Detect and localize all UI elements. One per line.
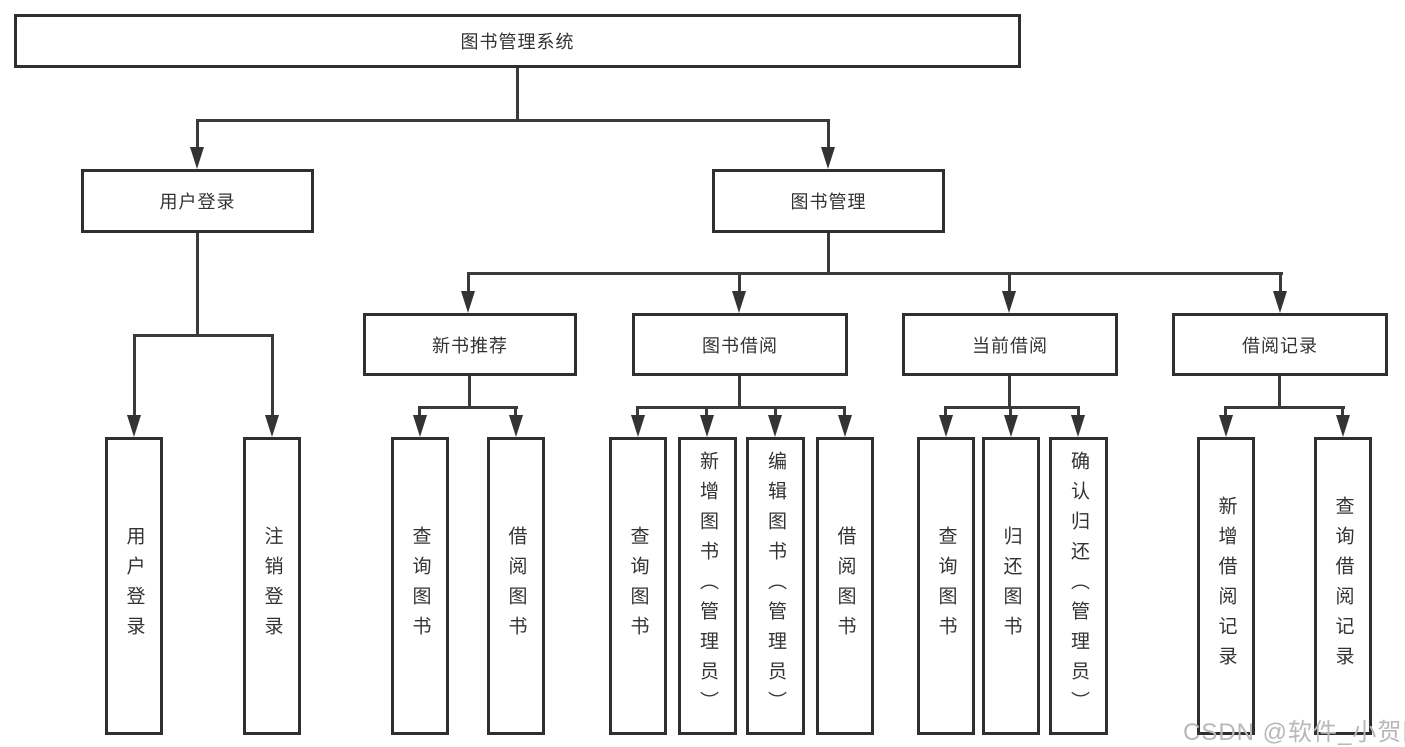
- connector-hline: [636, 406, 845, 409]
- connector-vline: [944, 406, 947, 417]
- arrow-down-icon: [509, 415, 523, 437]
- arrow-down-icon: [732, 291, 746, 313]
- connector-vline: [196, 233, 199, 337]
- arrow-down-icon: [127, 415, 141, 437]
- node-user-login: 用户登录: [81, 169, 314, 233]
- node-label: 用户登录: [123, 526, 145, 646]
- connector-vline: [467, 272, 470, 294]
- connector-hline: [133, 334, 274, 337]
- connector-vline: [196, 119, 199, 149]
- arrow-down-icon: [413, 415, 427, 437]
- connector-hline: [1224, 406, 1345, 409]
- connector-vline: [514, 406, 517, 417]
- connector-vline: [827, 119, 830, 149]
- connector-hline: [944, 406, 1080, 409]
- node-label: 确认归还（管理员）: [1068, 451, 1089, 721]
- node-label: 查询图书: [935, 526, 957, 646]
- connector-vline: [1008, 272, 1011, 294]
- connector-vline: [468, 376, 471, 409]
- node-label: 借阅图书: [834, 526, 856, 646]
- arrow-down-icon: [700, 415, 714, 437]
- node-label: 编辑图书（管理员）: [765, 451, 786, 721]
- connector-vline: [1224, 406, 1227, 417]
- node-label: 注销登录: [261, 526, 283, 646]
- connector-vline: [843, 406, 846, 417]
- node-label: 借阅记录: [1242, 335, 1318, 356]
- arrow-down-icon: [768, 415, 782, 437]
- connector-vline: [1341, 406, 1344, 417]
- connector-hline: [467, 272, 1283, 275]
- node-label: 图书管理: [790, 192, 867, 212]
- connector-vline: [1279, 272, 1282, 294]
- leaf-borrow-books-recommend: 借阅图书: [487, 437, 545, 735]
- node-label: 查询图书: [627, 526, 649, 646]
- arrow-down-icon: [838, 415, 852, 437]
- arrow-down-icon: [1273, 291, 1287, 313]
- connector-vline: [418, 406, 421, 417]
- arrow-down-icon: [461, 291, 475, 313]
- node-label: 新增借阅记录: [1215, 496, 1237, 676]
- leaf-add-book-admin: 新增图书（管理员）: [678, 437, 737, 735]
- node-label: 新增图书（管理员）: [697, 451, 718, 721]
- connector-vline: [1008, 376, 1011, 409]
- leaf-add-borrow-record: 新增借阅记录: [1197, 437, 1255, 735]
- node-label: 查询借阅记录: [1332, 496, 1354, 676]
- connector-vline: [705, 406, 708, 417]
- connector-hline: [418, 406, 518, 409]
- arrow-down-icon: [1336, 415, 1350, 437]
- arrow-down-icon: [1219, 415, 1233, 437]
- arrow-down-icon: [265, 415, 279, 437]
- leaf-query-books-recommend: 查询图书: [391, 437, 449, 735]
- connector-vline: [1278, 376, 1281, 409]
- connector-vline: [516, 68, 519, 122]
- connector-vline: [1077, 406, 1080, 417]
- connector-hline: [196, 119, 830, 122]
- arrow-down-icon: [1071, 415, 1085, 437]
- node-label: 查询图书: [409, 526, 431, 646]
- leaf-borrow-books: 借阅图书: [816, 437, 874, 735]
- leaf-query-borrow-record: 查询借阅记录: [1314, 437, 1372, 735]
- connector-vline: [271, 334, 274, 417]
- connector-vline: [636, 406, 639, 417]
- node-label: 新书推荐: [432, 335, 508, 356]
- node-label: 借阅图书: [505, 526, 527, 646]
- leaf-query-books-borrowing: 查询图书: [609, 437, 667, 735]
- node-borrowing-records: 借阅记录: [1172, 313, 1388, 376]
- leaf-confirm-return-admin: 确认归还（管理员）: [1049, 437, 1108, 735]
- arrow-down-icon: [1002, 291, 1016, 313]
- leaf-logout: 注销登录: [243, 437, 301, 735]
- connector-vline: [133, 334, 136, 417]
- arrow-down-icon: [1004, 415, 1018, 437]
- arrow-down-icon: [190, 147, 204, 169]
- connector-vline: [1009, 406, 1012, 417]
- connector-vline: [738, 272, 741, 294]
- csdn-watermark: CSDN @软件_小贺同学: [1183, 719, 1405, 746]
- connector-vline: [738, 376, 741, 409]
- arrow-down-icon: [939, 415, 953, 437]
- node-label: 当前借阅: [972, 335, 1048, 356]
- leaf-user-login: 用户登录: [105, 437, 163, 735]
- node-book-management: 图书管理: [712, 169, 945, 233]
- node-label: 图书借阅: [702, 335, 778, 356]
- connector-vline: [774, 406, 777, 417]
- node-current-borrowing: 当前借阅: [902, 313, 1118, 376]
- node-label: 归还图书: [1000, 526, 1022, 646]
- connector-vline: [827, 233, 830, 275]
- arrow-down-icon: [631, 415, 645, 437]
- node-book-borrowing: 图书借阅: [632, 313, 848, 376]
- node-label: 图书管理系统: [460, 32, 575, 52]
- node-new-book-recommendation: 新书推荐: [363, 313, 577, 376]
- arrow-down-icon: [821, 147, 835, 169]
- leaf-return-books: 归还图书: [982, 437, 1040, 735]
- leaf-query-books-current: 查询图书: [917, 437, 975, 735]
- node-label: 用户登录: [159, 192, 236, 212]
- leaf-edit-book-admin: 编辑图书（管理员）: [746, 437, 805, 735]
- node-library-management-system: 图书管理系统: [14, 14, 1021, 68]
